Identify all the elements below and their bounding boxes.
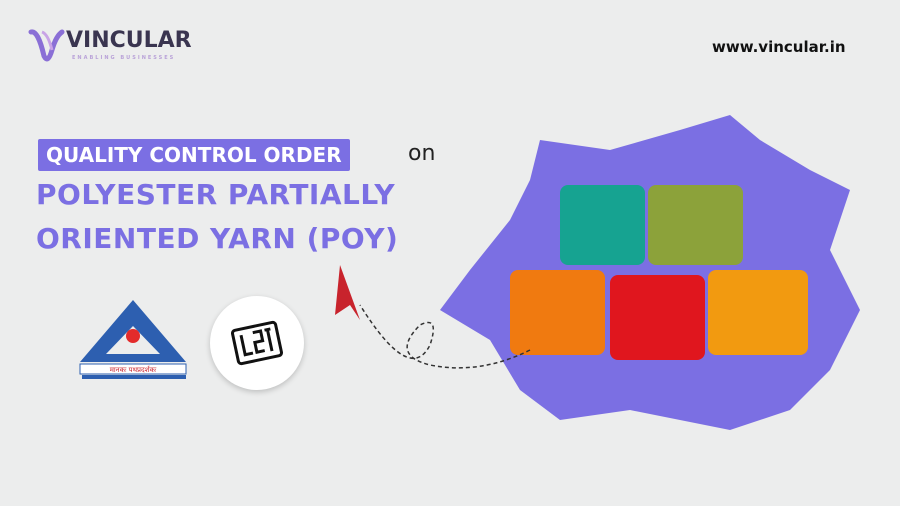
- headline-connector: on: [408, 141, 436, 166]
- dashed-arrow-icon: [335, 265, 531, 369]
- headline-line-1: POLYESTER PARTIALLY: [36, 178, 396, 211]
- website-link[interactable]: www.vincular.in: [712, 38, 846, 56]
- isi-mark-icon: [231, 320, 283, 366]
- isi-mark: [210, 296, 304, 390]
- headline-highlight: QUALITY CONTROL ORDER: [38, 139, 350, 171]
- bis-logo-icon: मानकः पथप्रदर्शकः: [79, 300, 187, 379]
- vincular-logo-icon: [28, 29, 65, 62]
- bis-caption: मानकः पथप्रदर्शकः: [110, 365, 157, 374]
- brand-tagline: ENABLING BUSINESSES: [72, 55, 176, 61]
- brand-name: VINCULAR: [66, 28, 192, 53]
- headline-line-2: ORIENTED YARN (POY): [36, 222, 399, 255]
- yarn-spools-image: [440, 115, 860, 430]
